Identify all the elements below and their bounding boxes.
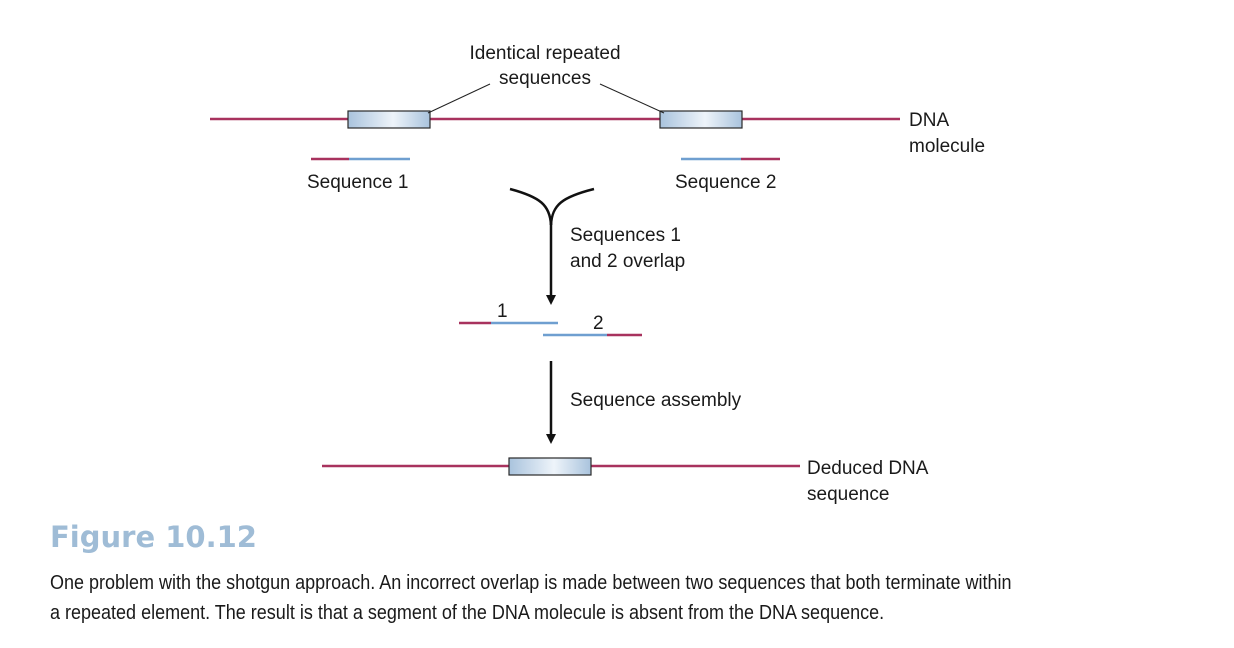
deduced-label-line2: sequence xyxy=(807,484,889,505)
overlapped-read-2-label: 2 xyxy=(593,313,604,334)
dna-molecule xyxy=(210,110,900,129)
repeat-block-left xyxy=(347,110,431,129)
sequence-1-label: Sequence 1 xyxy=(307,172,408,193)
deduced-repeat-block xyxy=(508,457,592,476)
figure-caption-line1: One problem with the shotgun approach. A… xyxy=(50,572,1012,594)
converge-arrow-left-branch xyxy=(509,187,553,226)
repeat-leader-line-left xyxy=(427,83,491,114)
figure-caption-line2: a repeated element. The result is that a… xyxy=(50,602,885,624)
deduced-label-line1: Deduced DNA xyxy=(807,458,929,479)
repeat-label-group: Identical repeated sequences xyxy=(427,43,665,114)
overlapped-read-1-label: 1 xyxy=(497,301,508,322)
shotgun-misassembly-diagram: Identical repeated sequences DNA molecul… xyxy=(210,43,985,505)
sequence-2-label: Sequence 2 xyxy=(675,172,776,193)
assembly-step-label: Sequence assembly xyxy=(570,390,742,411)
figure-title: Figure 10.12 xyxy=(50,520,257,554)
converge-arrow-right-branch xyxy=(549,187,595,226)
repeat-label-line2: sequences xyxy=(499,68,591,89)
deduced-sequence xyxy=(322,457,800,476)
molecule-label-line2: molecule xyxy=(909,136,985,157)
overlap-step-line2: and 2 overlap xyxy=(570,251,685,272)
repeat-label-line1: Identical repeated xyxy=(469,43,620,64)
repeat-block-right xyxy=(659,110,743,129)
molecule-label-line1: DNA xyxy=(909,110,949,131)
overlap-step-line1: Sequences 1 xyxy=(570,225,681,246)
figure-caption: One problem with the shotgun approach. A… xyxy=(50,568,1058,628)
converge-arrow xyxy=(509,187,595,305)
repeat-leader-line-right xyxy=(599,83,665,114)
